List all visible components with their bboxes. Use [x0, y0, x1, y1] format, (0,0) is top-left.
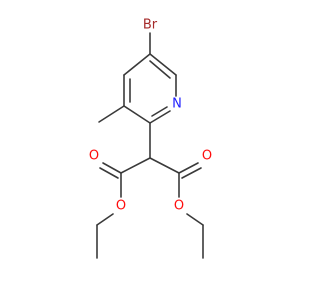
bond-c6-c5 — [149, 53, 177, 76]
bond-c3-c2 — [123, 105, 151, 124]
structure-canvas: Br N O O O O — [89, 18, 212, 259]
atom-labels: Br N O O O O — [89, 18, 212, 214]
bond-c2-n1-inner — [151, 106, 168, 117]
bond-cl-ol-double-a — [102, 162, 122, 174]
bond-c2-n1 — [149, 110, 171, 124]
bond-c6-c5-inner — [149, 60, 171, 79]
bond-cl-ol-double-b — [99, 167, 119, 179]
bond-ch-cl — [120, 157, 151, 174]
molecule-drawing: Br N O O O O — [89, 18, 212, 259]
bromine-label: Br — [143, 18, 158, 33]
carbonyl-oxygen-right-label: O — [202, 149, 212, 164]
bond-c5-c4 — [123, 53, 151, 76]
carbonyl-oxygen-left-label: O — [89, 149, 99, 164]
bond-cr-or-double-a — [178, 162, 199, 174]
bond-oer-ch2 — [186, 213, 204, 226]
bond-cr-or-double-b — [181, 167, 202, 179]
ether-oxygen-right-label: O — [174, 199, 184, 214]
nitrogen-label: N — [172, 97, 182, 112]
ether-oxygen-left-label: O — [116, 199, 126, 214]
bond-ch-cr — [149, 157, 180, 174]
bond-c3-methyl — [98, 105, 125, 123]
bonds — [96, 32, 204, 259]
bond-oel-ch2 — [96, 213, 114, 226]
